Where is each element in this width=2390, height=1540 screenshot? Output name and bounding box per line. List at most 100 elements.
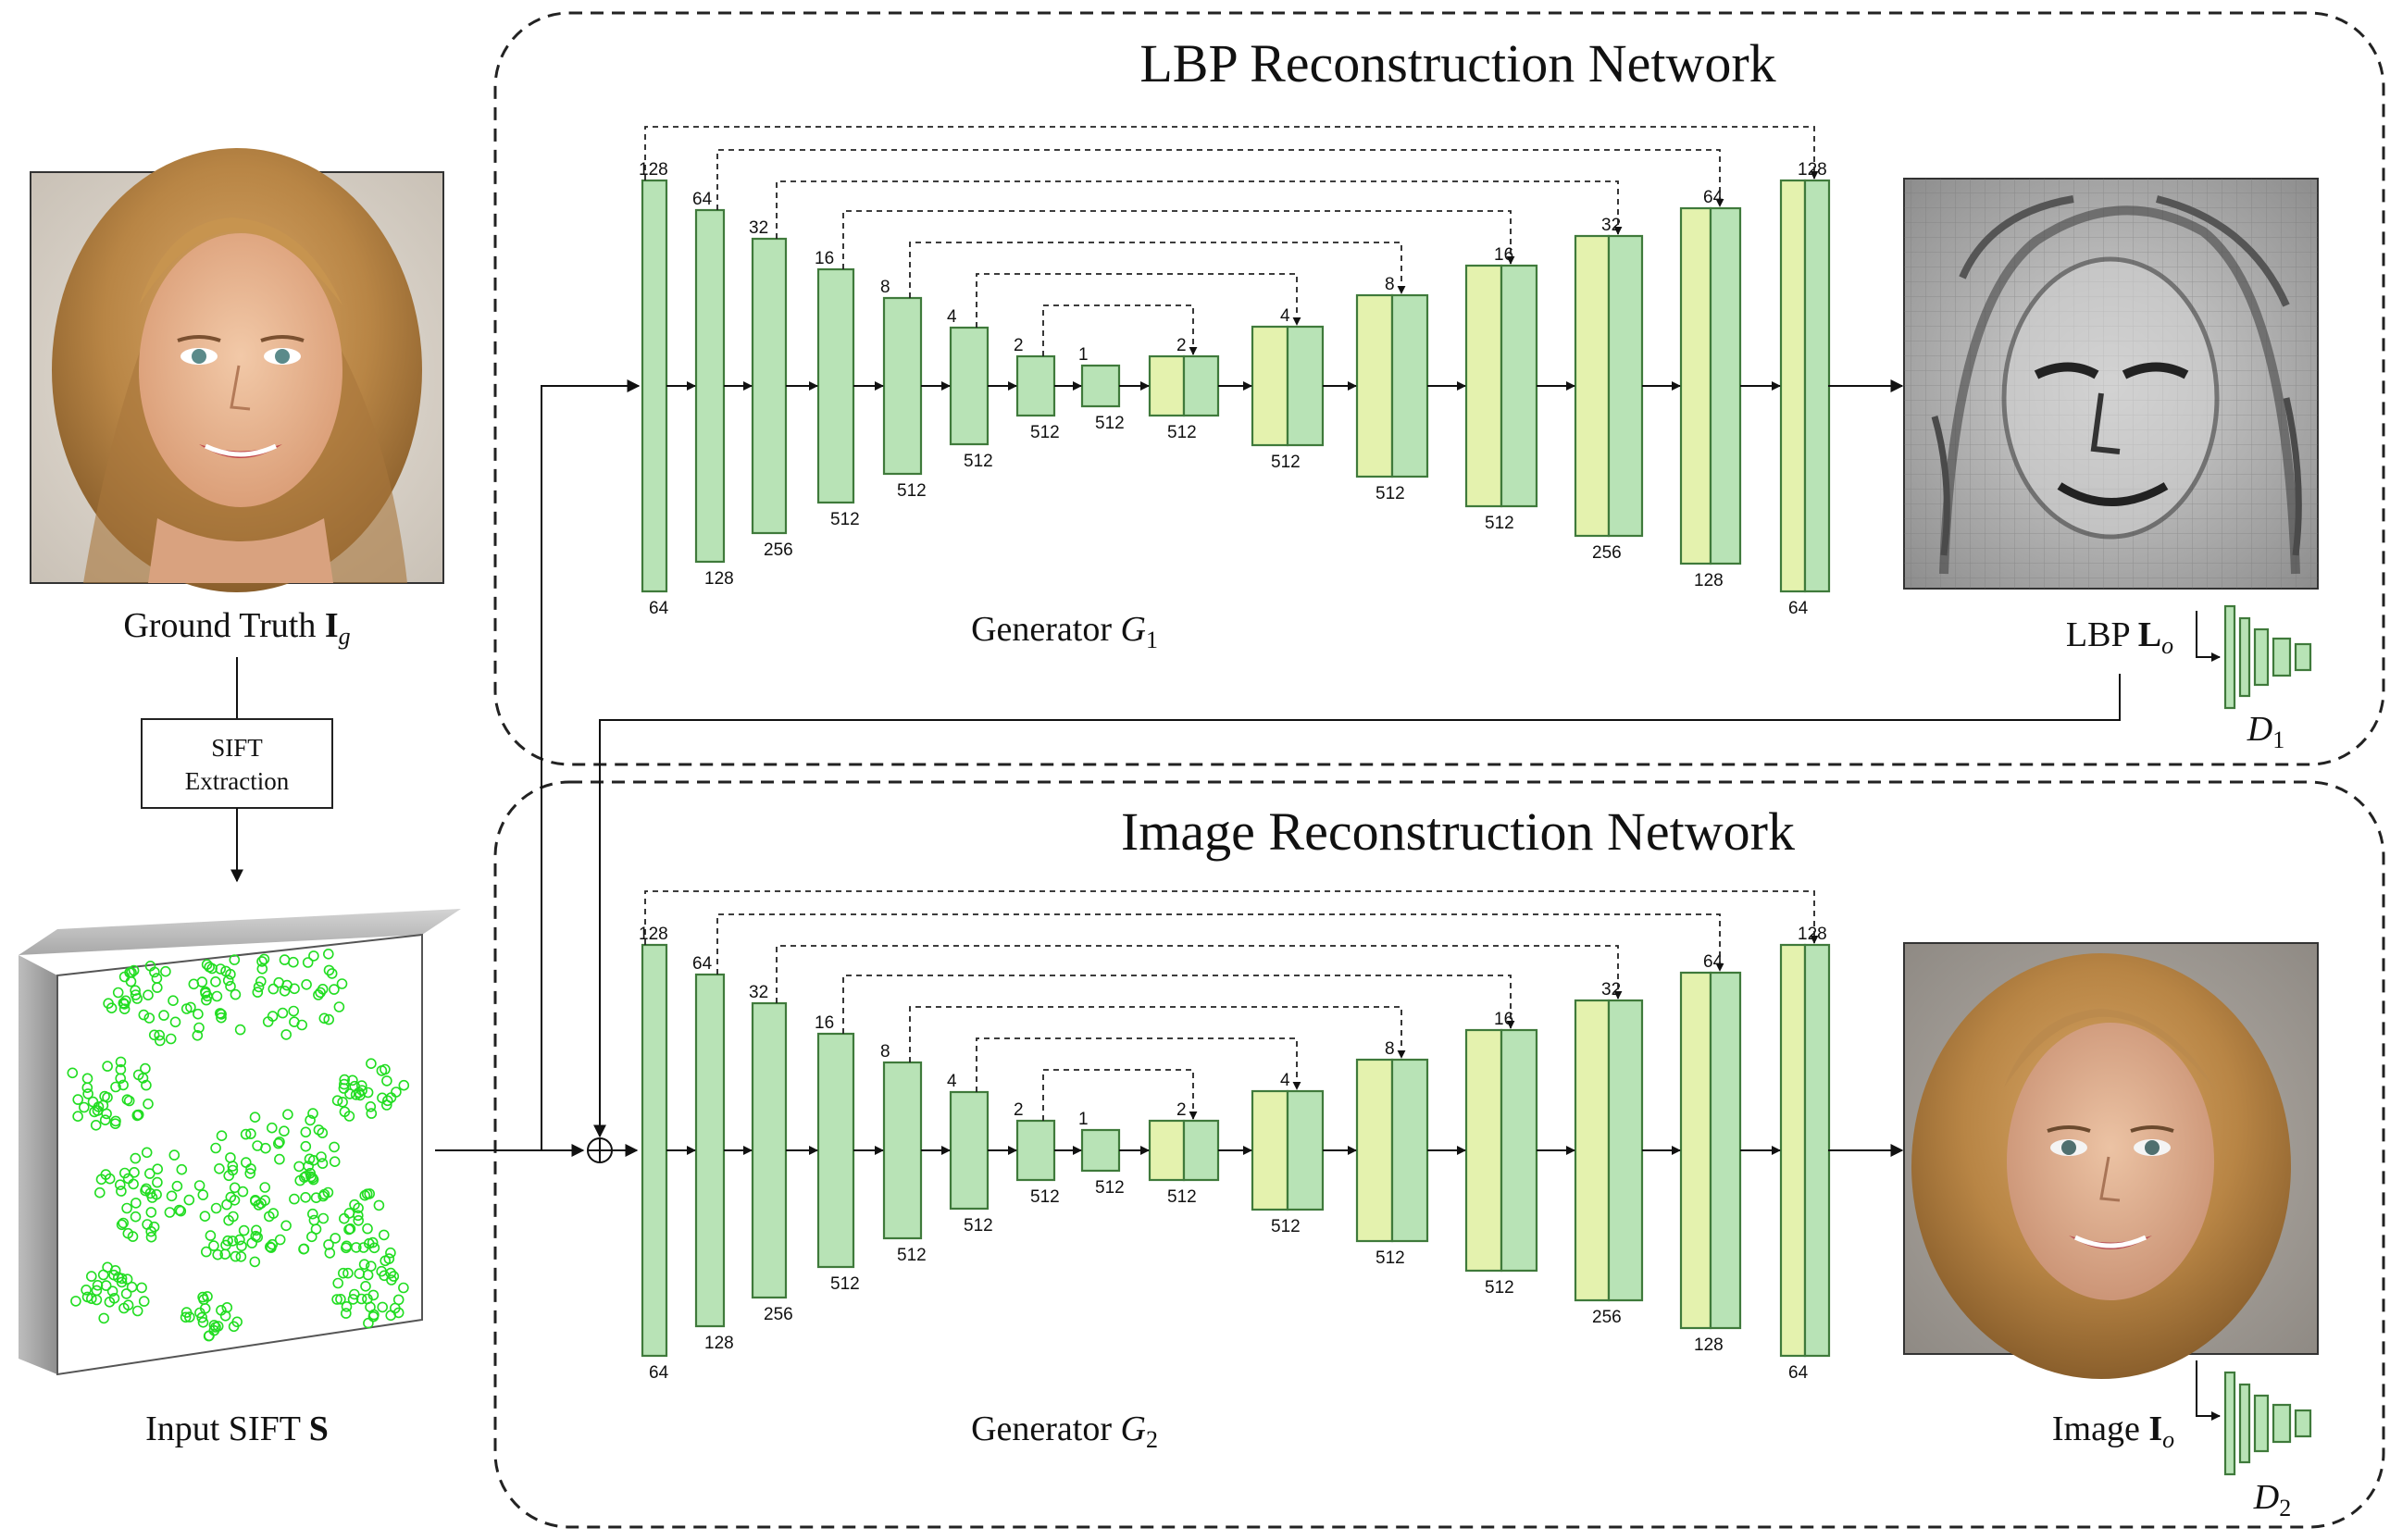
keypoint-marker <box>273 976 285 988</box>
keypoint-marker <box>168 995 179 1006</box>
keypoint-marker <box>296 1019 308 1031</box>
keypoint-marker <box>302 957 314 968</box>
skip-feature-block <box>1464 1028 1503 1273</box>
keypoint-marker <box>323 964 335 976</box>
keypoint-marker <box>120 1288 132 1299</box>
sift-to-g1-arrow <box>541 379 641 1150</box>
keypoint-marker <box>377 1301 389 1313</box>
skip-connection <box>644 890 1819 945</box>
keypoint-marker <box>326 968 338 979</box>
encoder-block <box>1015 1119 1056 1182</box>
decoder-bottom-label: 512 <box>1485 1278 1514 1298</box>
keypoint-marker <box>358 1259 370 1270</box>
keypoint-marker <box>175 1205 187 1217</box>
decoder-block <box>1709 971 1742 1330</box>
keypoint-marker <box>238 1224 250 1236</box>
keypoint-marker <box>337 1267 349 1279</box>
keypoint-marker <box>268 1208 280 1219</box>
keypoint-marker <box>304 1153 316 1165</box>
keypoint-marker <box>282 1109 293 1120</box>
keypoint-marker <box>129 1167 140 1178</box>
image-network-region <box>493 780 2385 1529</box>
encoder-block <box>1080 364 1121 408</box>
keypoint-marker <box>124 967 135 978</box>
keypoint-marker <box>140 1062 151 1074</box>
decoder-bottom-label: 512 <box>1167 423 1197 442</box>
skip-connection <box>909 242 1406 298</box>
keypoint-marker <box>310 1223 322 1235</box>
keypoint-marker <box>169 1016 181 1028</box>
encoder-bottom-label: 512 <box>830 1274 860 1294</box>
image-to-d2-arrow <box>2196 1360 2221 1421</box>
keypoint-marker <box>180 1311 192 1323</box>
keypoint-marker <box>229 1182 241 1194</box>
keypoint-marker <box>102 1061 113 1072</box>
keypoint-marker <box>367 1310 380 1323</box>
skip-feature-block <box>1679 206 1712 565</box>
ground-truth-label: Ground Truth Ig <box>123 606 350 650</box>
encoder-bottom-label: 64 <box>649 599 669 618</box>
keypoint-marker <box>274 1153 285 1165</box>
keypoint-marker <box>193 1180 205 1191</box>
keypoint-marker <box>244 1168 256 1179</box>
skip-connection <box>644 126 1819 180</box>
sift-box-line2: Extraction <box>185 767 290 795</box>
encoder-bottom-label: 512 <box>1030 423 1060 442</box>
keypoint-marker <box>381 1075 392 1087</box>
skip-feature-block <box>1251 325 1289 447</box>
encoder-top-label: 1 <box>1078 1110 1089 1129</box>
keypoint-marker <box>310 1192 322 1203</box>
keypoint-marker <box>256 956 268 967</box>
skip-feature-block <box>1148 354 1186 417</box>
keypoint-marker <box>341 1301 353 1312</box>
keypoint-marker <box>317 1212 330 1224</box>
keypoint-marker <box>128 1178 139 1190</box>
keypoint-marker <box>118 998 130 1009</box>
keypoint-marker <box>103 998 114 1009</box>
skip-connection <box>842 210 1515 269</box>
keypoint-marker <box>197 1189 209 1200</box>
keypoint-marker <box>151 1188 162 1200</box>
keypoint-marker <box>266 1242 277 1253</box>
keypoint-marker <box>337 1097 348 1108</box>
keypoint-marker <box>92 1105 104 1116</box>
keypoint-marker <box>199 1211 211 1222</box>
encoder-top-label: 32 <box>749 218 768 238</box>
decoder-bottom-label: 128 <box>1694 1335 1724 1355</box>
keypoint-marker <box>180 1003 193 1014</box>
keypoint-marker <box>216 1130 228 1141</box>
keypoint-marker <box>225 968 236 980</box>
keypoint-marker <box>152 1163 163 1174</box>
decoder-bottom-label: 512 <box>1167 1187 1197 1207</box>
decoder-top-label: 4 <box>1280 1071 1290 1090</box>
keypoint-marker <box>234 1234 245 1246</box>
decoder-bottom-label: 256 <box>1592 1308 1622 1327</box>
keypoint-marker <box>305 1171 317 1183</box>
keypoint-marker <box>166 1190 178 1202</box>
keypoint-marker <box>360 1281 371 1292</box>
keypoint-marker <box>115 1063 127 1075</box>
keypoint-marker <box>82 1088 93 1099</box>
keypoint-marker <box>210 1142 221 1154</box>
encoder-top-label: 4 <box>947 307 957 327</box>
keypoint-marker <box>116 1276 128 1288</box>
keypoint-marker <box>110 1115 121 1127</box>
keypoint-marker <box>98 1312 109 1324</box>
keypoint-marker <box>331 1294 342 1305</box>
encoder-top-label: 8 <box>880 278 890 297</box>
keypoint-marker <box>86 1293 97 1304</box>
lbp-output-image <box>1903 178 2319 590</box>
keypoint-marker <box>136 1282 147 1294</box>
skip-connection <box>976 273 1301 328</box>
keypoint-marker <box>380 1255 392 1267</box>
keypoint-marker <box>357 1242 369 1253</box>
keypoint-marker <box>141 1147 153 1159</box>
input-sift-image <box>19 909 461 1376</box>
keypoint-marker <box>221 1302 233 1313</box>
keypoint-marker <box>329 984 340 995</box>
encoder-bottom-label: 128 <box>704 1334 734 1353</box>
keypoint-marker <box>324 1248 336 1259</box>
keypoint-marker <box>347 1294 359 1305</box>
input-sift-label: Input SIFT S <box>145 1410 329 1448</box>
keypoint-marker <box>208 1320 220 1331</box>
